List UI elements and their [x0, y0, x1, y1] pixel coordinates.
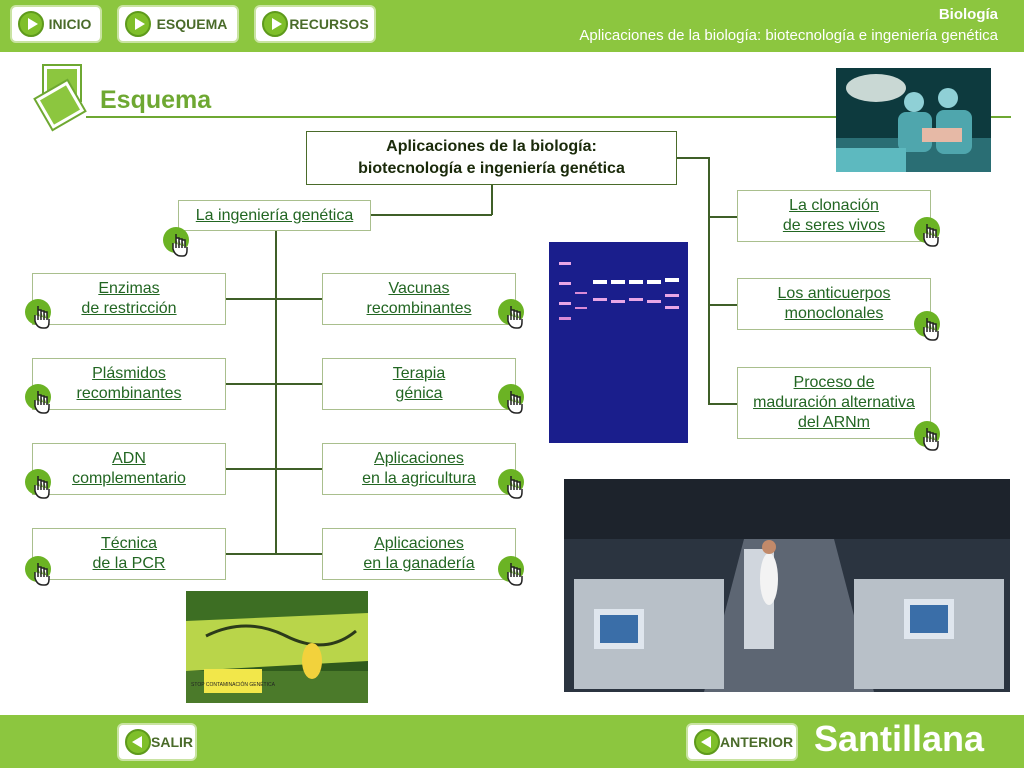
box-livestock: Aplicaciones en la ganadería — [322, 528, 516, 580]
hand-pointer-icon[interactable] — [24, 298, 56, 332]
inicio-label: INICIO — [48, 16, 92, 32]
connector-line — [677, 157, 709, 159]
root-line-1: Aplicaciones de la biología: — [386, 138, 597, 155]
link-mrna-line3[interactable]: del ARNm — [797, 414, 871, 431]
link-gene-therapy-line2[interactable]: génica — [395, 385, 443, 402]
inicio-button[interactable]: INICIO — [10, 5, 102, 43]
publisher-logo: Santillana — [814, 718, 985, 759]
connector-line — [708, 304, 738, 306]
hand-pointer-icon[interactable] — [497, 468, 529, 502]
exit-label: SALIR — [151, 734, 193, 750]
unit-subtitle: Aplicaciones de la biología: biotecnolog… — [579, 27, 998, 44]
connector-line — [226, 553, 323, 555]
link-enzymes-line1[interactable]: Enzimas — [98, 280, 160, 297]
link-mrna-line1[interactable]: Proceso de — [793, 374, 875, 391]
link-cdna-line1[interactable]: ADN — [112, 450, 146, 467]
title-divider — [86, 116, 1011, 118]
link-agriculture-line2[interactable]: en la agricultura — [362, 470, 476, 487]
root-box: Aplicaciones de la biología: biotecnolog… — [306, 131, 677, 185]
back-arrow-icon — [694, 729, 720, 755]
recursos-label: RECURSOS — [289, 16, 369, 32]
esquema-button[interactable]: ESQUEMA — [117, 5, 239, 43]
recursos-button[interactable]: RECURSOS — [254, 5, 376, 43]
hand-pointer-icon[interactable] — [24, 468, 56, 502]
connector-line — [708, 216, 738, 218]
genetic-engineering-box: La ingeniería genética — [178, 200, 371, 231]
back-arrow-icon — [125, 729, 151, 755]
box-agriculture: Aplicaciones en la agricultura — [322, 443, 516, 495]
link-genetic-engineering[interactable]: La ingeniería genética — [195, 206, 354, 224]
connector-line — [226, 298, 323, 300]
box-enzymes: Enzimas de restricción — [32, 273, 226, 325]
connector-line — [370, 214, 492, 216]
laboratory-photo — [564, 479, 1010, 692]
previous-label: ANTERIOR — [720, 734, 794, 750]
link-pcr-line1[interactable]: Técnica — [100, 535, 158, 552]
hand-pointer-icon[interactable] — [913, 216, 945, 250]
hand-pointer-icon[interactable] — [24, 383, 56, 417]
esquema-label: ESQUEMA — [156, 16, 228, 32]
connector-line — [708, 403, 738, 405]
link-gene-therapy-line1[interactable]: Terapia — [392, 365, 446, 382]
link-vaccines-line1[interactable]: Vacunas — [388, 280, 450, 297]
box-vaccines: Vacunas recombinantes — [322, 273, 516, 325]
hand-pointer-icon[interactable] — [162, 226, 194, 260]
protest-sign-text: STOP CONTAMINACIÓN GENÉTICA — [191, 681, 276, 688]
hand-pointer-icon[interactable] — [497, 555, 529, 589]
box-mrna: Proceso de maduración alternativa del AR… — [737, 367, 931, 439]
page-title: Esquema — [100, 86, 212, 114]
link-antibodies-line2[interactable]: monoclonales — [784, 305, 884, 322]
box-plasmids: Plásmidos recombinantes — [32, 358, 226, 410]
link-plasmids-line2[interactable]: recombinantes — [76, 385, 182, 402]
connector-line — [226, 468, 323, 470]
connector-line — [708, 157, 710, 404]
exit-button[interactable]: SALIR — [117, 723, 197, 761]
box-antibodies: Los anticuerpos monoclonales — [737, 278, 931, 330]
link-vaccines-line2[interactable]: recombinantes — [366, 300, 472, 317]
link-mrna-line2[interactable]: maduración alternativa — [753, 394, 915, 411]
root-line-2: biotecnología e ingeniería genética — [358, 160, 625, 177]
subject-title: Biología — [938, 6, 998, 23]
link-agriculture-line1[interactable]: Aplicaciones — [374, 450, 464, 467]
hand-pointer-icon[interactable] — [497, 298, 529, 332]
link-cloning-line1[interactable]: La clonación — [789, 197, 879, 214]
hand-pointer-icon[interactable] — [913, 310, 945, 344]
hand-pointer-icon[interactable] — [913, 420, 945, 454]
link-cdna-line2[interactable]: complementario — [72, 470, 186, 487]
surgery-photo — [836, 68, 991, 172]
box-cdna: ADN complementario — [32, 443, 226, 495]
link-livestock-line1[interactable]: Aplicaciones — [374, 535, 464, 552]
play-icon — [262, 11, 288, 37]
connector-line — [226, 383, 323, 385]
link-cloning-line2[interactable]: de seres vivos — [782, 217, 886, 234]
link-livestock-line2[interactable]: en la ganadería — [363, 555, 475, 572]
link-pcr-line2[interactable]: de la PCR — [92, 555, 166, 572]
box-pcr: Técnica de la PCR — [32, 528, 226, 580]
gel-electrophoresis-photo — [549, 242, 688, 443]
protest-field-photo: STOP CONTAMINACIÓN GENÉTICA — [186, 591, 368, 703]
hand-pointer-icon[interactable] — [497, 383, 529, 417]
play-icon — [18, 11, 44, 37]
box-cloning: La clonación de seres vivos — [737, 190, 931, 242]
link-plasmids-line1[interactable]: Plásmidos — [92, 365, 166, 382]
connector-line — [275, 231, 277, 554]
play-icon — [125, 11, 151, 37]
box-gene-therapy: Terapia génica — [322, 358, 516, 410]
hand-pointer-icon[interactable] — [24, 555, 56, 589]
connector-line — [491, 183, 493, 215]
link-enzymes-line2[interactable]: de restricción — [81, 300, 177, 317]
previous-button[interactable]: ANTERIOR — [686, 723, 798, 761]
link-antibodies-line1[interactable]: Los anticuerpos — [777, 285, 891, 302]
